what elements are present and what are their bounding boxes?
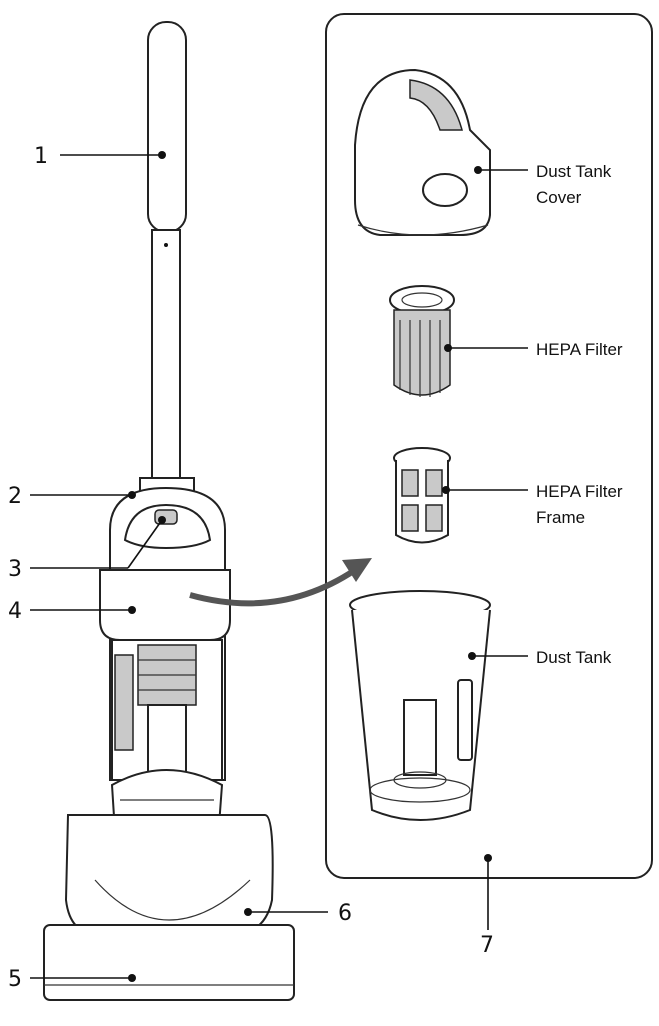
hepa-filter-illustration (389, 285, 455, 397)
callout-6: 6 (338, 901, 352, 926)
callout-1: 1 (34, 144, 48, 169)
vacuum-cleaner (43, 21, 295, 1001)
arrow-connector (189, 567, 357, 607)
dust-tank-cover-illustration (354, 68, 491, 236)
dust-tank-illustration (349, 590, 491, 821)
label-hepa-filter: HEPA Filter (536, 340, 623, 359)
handle-grip (147, 21, 187, 233)
arrow-head-icon (342, 558, 372, 582)
callout-7: 7 (480, 933, 494, 958)
callout-3: 3 (8, 557, 22, 582)
floor-head (43, 924, 295, 1001)
callout-2: 2 (8, 484, 22, 509)
label-hepa-filter-frame-line1: HEPA Filter (536, 482, 623, 501)
carry-handle (123, 503, 212, 550)
label-dust-tank-cover-line1: Dust Tank (536, 162, 612, 181)
label-dust-tank: Dust Tank (536, 648, 612, 667)
callout-5: 5 (8, 967, 22, 992)
label-hepa-filter-frame-line2: Frame (536, 508, 585, 527)
side-grille (114, 654, 134, 751)
center-cone (147, 704, 187, 781)
handle-shaft (151, 229, 181, 481)
hepa-filter-frame-illustration (393, 447, 451, 544)
callout-4: 4 (8, 599, 22, 624)
release-button (154, 509, 178, 525)
label-dust-tank-cover-line2: Cover (536, 188, 582, 207)
base-housing (64, 814, 274, 936)
dust-tank-cover-band (99, 569, 231, 641)
